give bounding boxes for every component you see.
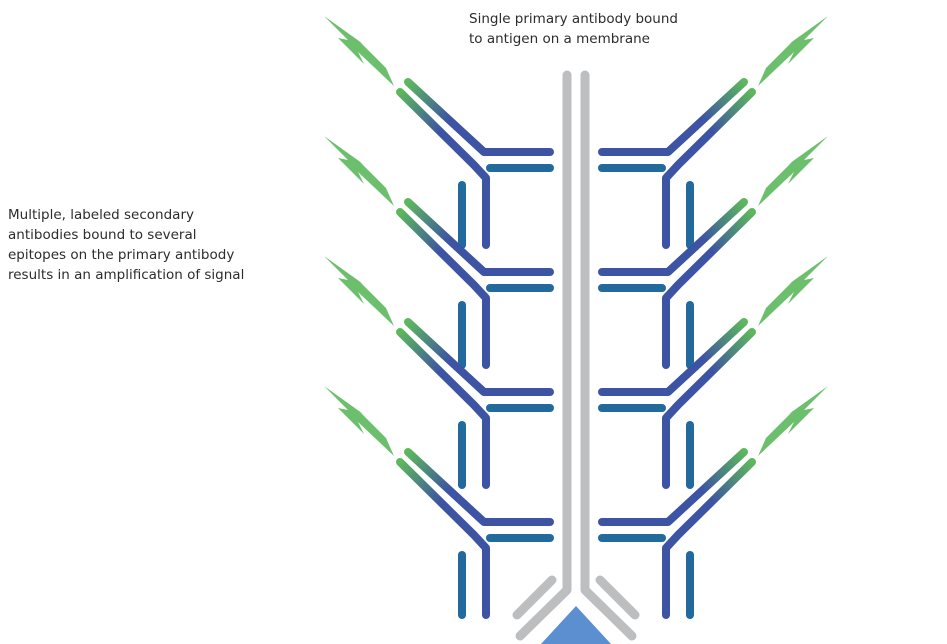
secondary-antibody-label: Multiple, labeled secondary antibodies b…	[8, 205, 244, 285]
lightning-bolt-icon	[758, 386, 828, 456]
secondary-antibody-right-4	[598, 386, 828, 619]
secondary-heavy-chain	[396, 328, 490, 489]
secondary-label-line-3: epitopes on the primary antibody	[8, 247, 235, 263]
secondary-heavy-chain	[662, 328, 756, 489]
secondary-label-line-4: results in an amplification of signal	[8, 267, 245, 283]
secondary-heavy-chain-upper	[598, 78, 748, 156]
lightning-bolt-icon	[324, 16, 394, 86]
secondary-antibody-left-3	[324, 256, 554, 489]
primary-antibody-heavy-chain	[515, 70, 572, 641]
secondary-heavy-chain	[662, 208, 756, 369]
lightning-bolt-icon	[758, 16, 828, 86]
secondary-antibody-right-2	[598, 136, 828, 369]
primary-antibody-light-chain-2	[595, 575, 640, 620]
secondary-antibody-right-1	[598, 16, 828, 249]
secondary-heavy-chain-upper	[598, 318, 748, 396]
primary-antibody-light-chain	[512, 575, 557, 620]
secondary-label-line-2: antibodies bound to several	[8, 227, 197, 243]
secondary-antibodies	[324, 16, 828, 619]
secondary-antibody-left-1	[324, 16, 554, 249]
secondary-heavy-chain-upper	[404, 448, 554, 526]
lightning-bolt-icon	[758, 256, 828, 326]
primary-antibody-heavy-chain-2	[580, 70, 637, 641]
secondary-heavy-chain-upper	[404, 198, 554, 276]
secondary-heavy-chain	[662, 88, 756, 249]
primary-antibody	[512, 70, 640, 641]
secondary-heavy-chain-upper	[404, 318, 554, 396]
secondary-antibody-right-3	[598, 256, 828, 489]
lightning-bolt-icon	[324, 386, 394, 456]
secondary-heavy-chain-upper	[404, 78, 554, 156]
secondary-antibody-left-2	[324, 136, 554, 369]
antigen-triangle	[541, 606, 611, 644]
secondary-antibody-left-4	[324, 386, 554, 619]
secondary-heavy-chain-upper	[598, 448, 748, 526]
secondary-heavy-chain-upper	[598, 198, 748, 276]
lightning-bolt-icon	[324, 256, 394, 326]
lightning-bolt-icon	[758, 136, 828, 206]
primary-label-line-1: Single primary antibody bound	[469, 11, 678, 27]
secondary-heavy-chain	[396, 88, 490, 249]
secondary-heavy-chain	[396, 208, 490, 369]
lightning-bolt-icon	[324, 136, 394, 206]
primary-antibody-label: Single primary antibody bound to antigen…	[469, 9, 678, 49]
secondary-heavy-chain	[662, 458, 756, 619]
secondary-label-line-1: Multiple, labeled secondary	[8, 207, 194, 223]
secondary-heavy-chain	[396, 458, 490, 619]
primary-label-line-2: to antigen on a membrane	[469, 31, 650, 47]
